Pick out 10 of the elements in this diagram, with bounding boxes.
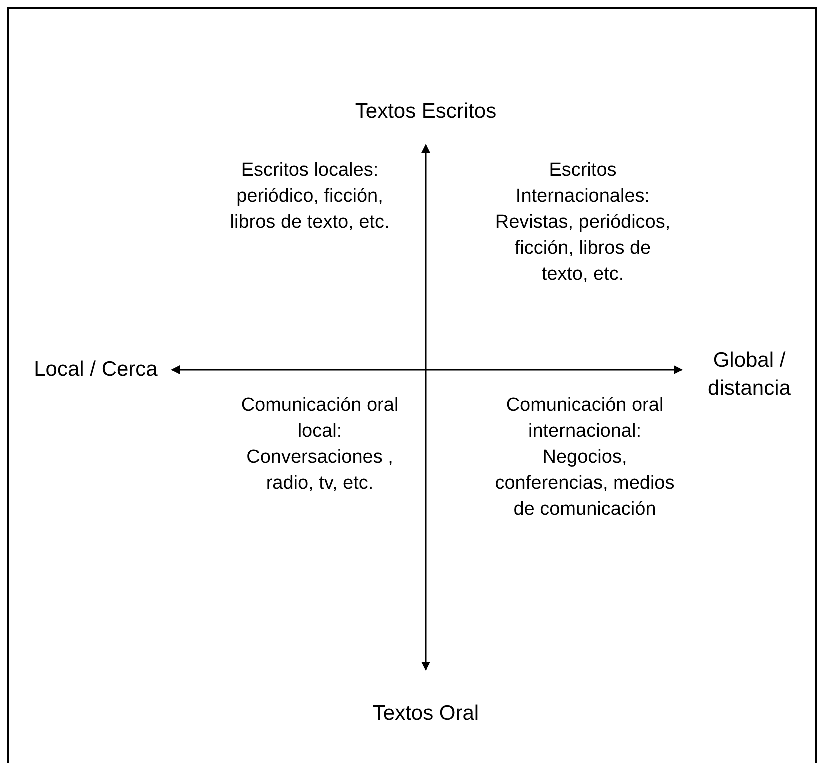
double-arrow [171, 366, 683, 374]
axis-label: Global / distancia [707, 348, 792, 402]
double-arrow [422, 144, 430, 671]
axis-label: Textos Escritos [355, 98, 497, 124]
quadrant-text: Comunicación oral local: Conversaciones , radio, tv, etc. [240, 394, 400, 496]
quadrant-text: Comunicación oral internacional: Negocios, conferencias, medios de comunicación [494, 394, 676, 522]
axis-label: Textos Oral [372, 701, 480, 727]
quadrant-text: Escritos Internacionales: Revistas, periódicos, ficción, libros de texto, etc. [494, 159, 672, 287]
axis-label: Local / Cerca [34, 357, 158, 383]
quadrant-text: Escritos locales: periódico, ficción, libros de texto, etc. [229, 159, 391, 235]
